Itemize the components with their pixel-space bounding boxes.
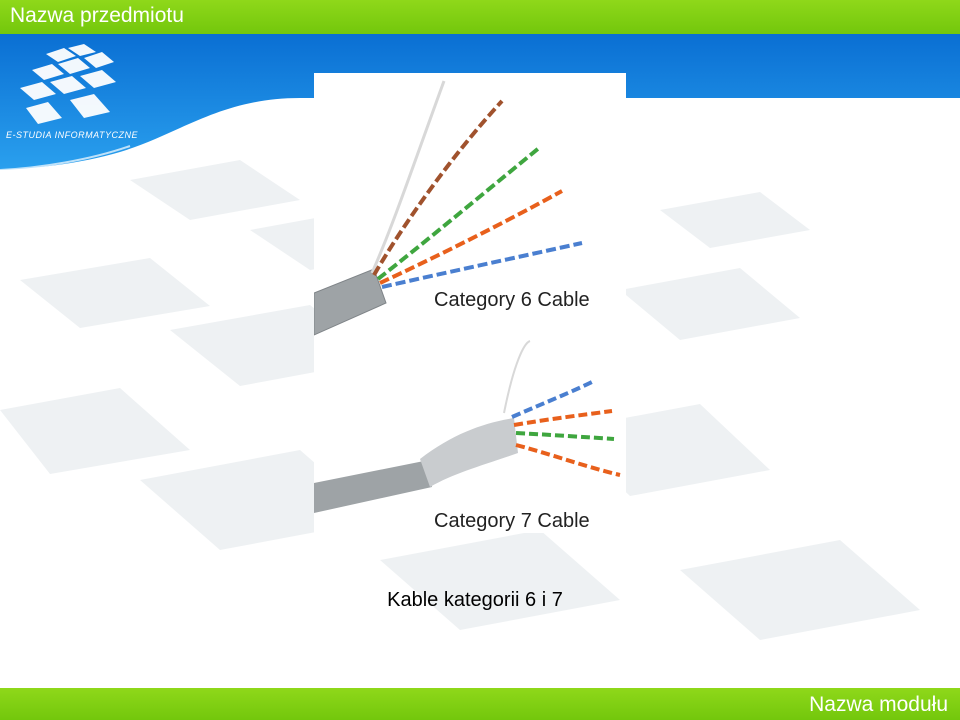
course-title: Nazwa przedmiotu <box>10 4 184 27</box>
module-name: Nazwa modułu <box>809 693 948 716</box>
logo-caption: E-STUDIA INFORMATYCZNE <box>6 130 138 140</box>
top-bar: Nazwa przedmiotu <box>0 0 960 34</box>
figure-caption: Kable kategorii 6 i 7 <box>387 589 563 611</box>
bottom-bar: Nazwa modułu <box>0 688 960 720</box>
cat7-label: Category 7 Cable <box>434 510 590 532</box>
header-wave-band <box>0 34 960 171</box>
e-studia-logo-icon <box>20 44 116 124</box>
cable-illustration <box>314 80 621 513</box>
cable-figure: Category 6 Cable Category 7 Cable <box>314 73 626 533</box>
cat6-label: Category 6 Cable <box>434 289 590 311</box>
